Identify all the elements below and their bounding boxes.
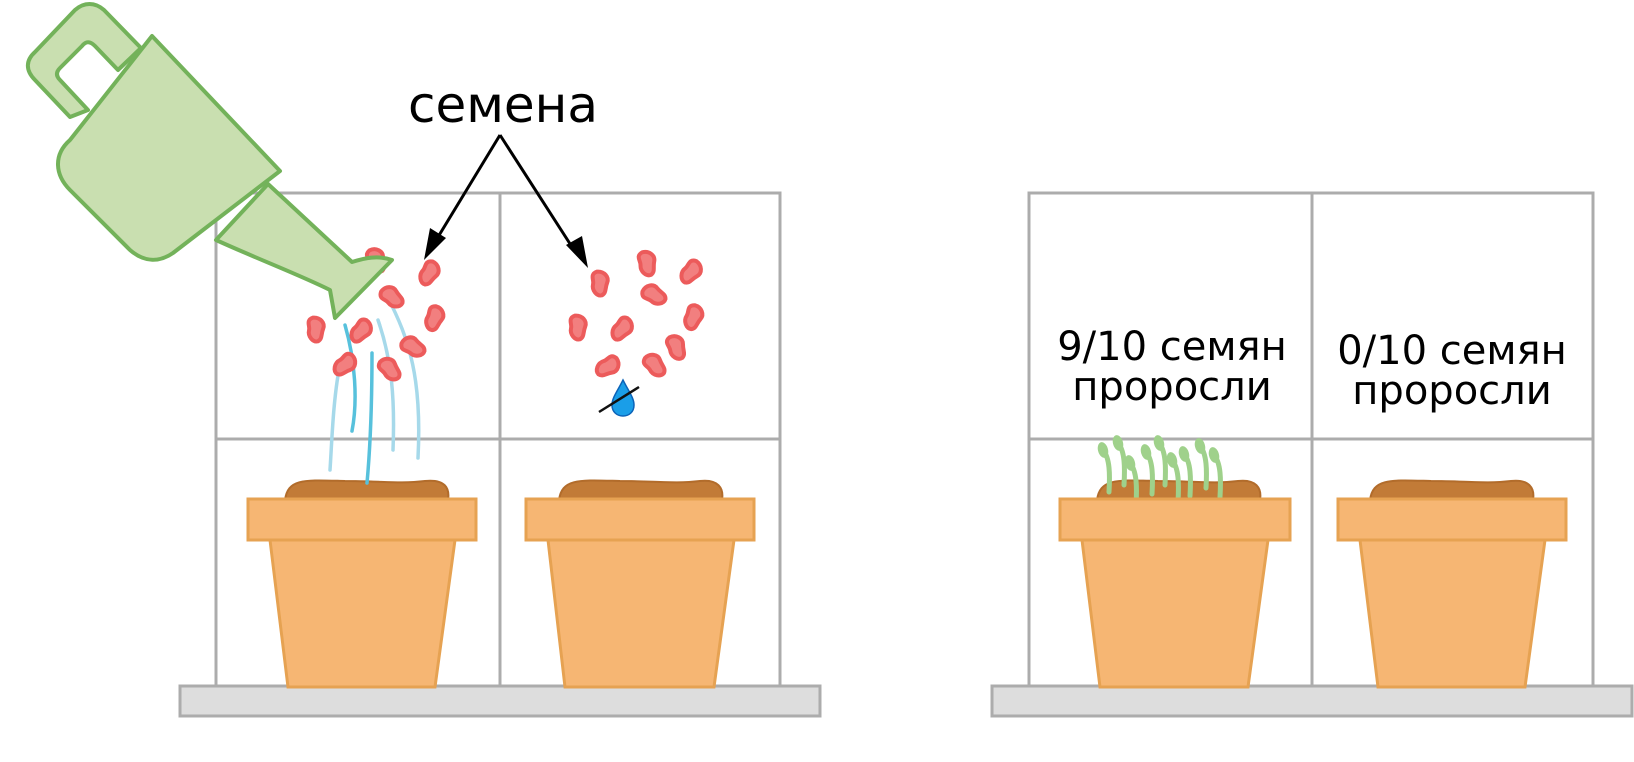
sprout — [1112, 435, 1127, 488]
sprout-leaf — [1124, 455, 1136, 471]
arrow-left — [436, 134, 502, 238]
seed — [349, 317, 373, 344]
strike-line — [598, 385, 640, 414]
seed — [568, 313, 588, 342]
can-handle — [25, 2, 143, 119]
seed — [610, 315, 634, 342]
seed — [641, 352, 667, 378]
sprout-leaf — [1140, 444, 1152, 460]
seed — [636, 249, 657, 278]
sprout — [1140, 444, 1155, 497]
seeds-dry-group — [568, 249, 705, 378]
seed — [640, 283, 668, 306]
water-stream — [328, 362, 342, 472]
sprout-leaf — [1178, 446, 1190, 462]
sprout-leaf — [1194, 438, 1206, 454]
seed — [683, 303, 705, 332]
shelf-left — [178, 684, 822, 718]
sprout-leaf — [1097, 442, 1109, 458]
seed — [590, 269, 610, 298]
seeds-watered-group — [306, 247, 446, 382]
result-label-dry-line1: 0/10 семян — [1337, 328, 1567, 374]
watering-can-icon — [25, 2, 394, 320]
result-label-watered-line1: 9/10 семян — [1057, 324, 1287, 370]
sprout — [1194, 438, 1209, 491]
seed — [424, 304, 446, 333]
pot-watered-result — [1058, 435, 1292, 689]
seed — [664, 334, 687, 361]
sprout-leaf — [1112, 435, 1124, 451]
sprout — [1097, 442, 1112, 495]
seed — [376, 356, 402, 382]
arrow-right-head — [566, 236, 588, 268]
sprout-leaf — [1208, 447, 1220, 463]
pot-body — [268, 538, 457, 689]
seed — [418, 259, 441, 287]
pot-rim — [1336, 497, 1568, 542]
seed — [378, 285, 405, 309]
water-stream — [343, 323, 357, 433]
water-stream — [365, 351, 374, 485]
can-spout — [214, 182, 394, 320]
shelf-right — [990, 684, 1634, 718]
no-water-drop-icon — [598, 378, 640, 417]
pot-body — [1358, 538, 1547, 689]
callout-label: семена — [408, 76, 598, 134]
sprout — [1153, 435, 1168, 488]
seed — [306, 315, 326, 344]
water-streams — [328, 294, 421, 485]
water-stream — [385, 294, 421, 460]
soil — [1368, 479, 1535, 501]
pot-body — [546, 538, 736, 689]
right-panel-result: 9/10 семян проросли 0/10 семян проросли — [990, 191, 1634, 718]
left-panel-setup: семена — [25, 2, 822, 718]
seed — [399, 335, 427, 358]
soil — [283, 479, 450, 501]
arrow-left-head — [424, 228, 446, 260]
can-body — [56, 34, 282, 262]
sprout — [1208, 447, 1223, 500]
seed — [332, 351, 358, 377]
water-stream — [376, 318, 396, 452]
pot-rim — [1058, 497, 1292, 542]
pot-not-watered — [524, 479, 756, 689]
pot-watered — [246, 479, 478, 689]
pot-rim — [524, 497, 756, 542]
sprout-leaf — [1166, 452, 1178, 468]
pot-rim — [246, 497, 478, 542]
sprout-leaf — [1153, 435, 1165, 451]
pot-dry-result — [1336, 479, 1568, 689]
sprout — [1178, 446, 1193, 499]
seed — [594, 354, 621, 378]
seeds-callout: семена — [408, 76, 598, 268]
result-label-dry-line2: проросли — [1352, 368, 1551, 414]
result-label-watered-line2: проросли — [1072, 364, 1271, 410]
seed — [679, 258, 703, 285]
arrow-right — [498, 134, 576, 251]
pot-body — [1080, 538, 1270, 689]
soil — [557, 479, 724, 501]
